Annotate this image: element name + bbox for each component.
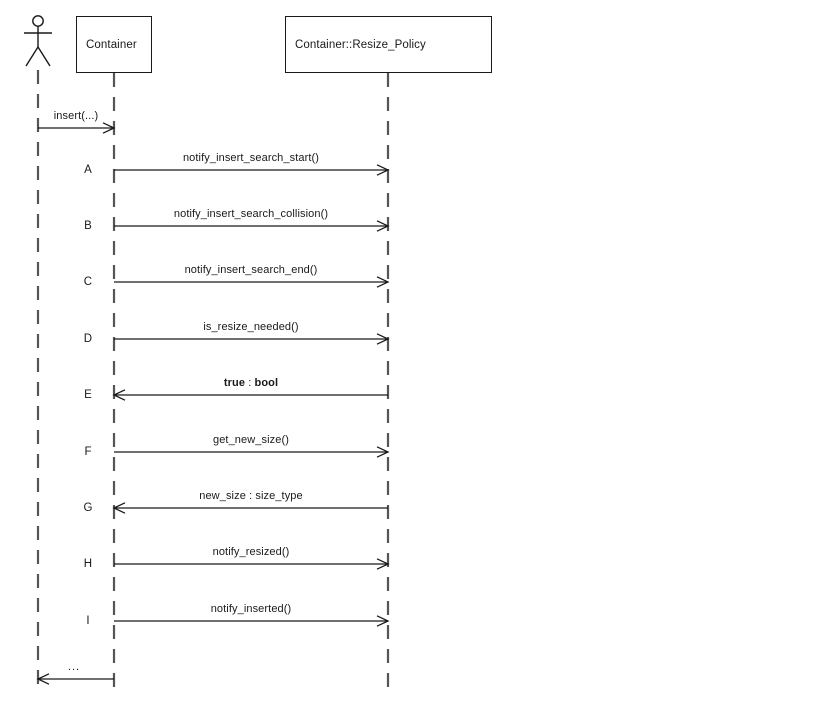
message-label-g: new_size : size_type bbox=[199, 490, 303, 502]
message-arrow-f[interactable] bbox=[114, 446, 390, 458]
message-arrow-a[interactable] bbox=[114, 164, 390, 176]
message-arrowhead bbox=[376, 276, 390, 288]
message-arrowhead bbox=[36, 673, 50, 685]
message-arrowhead bbox=[376, 446, 390, 458]
message-arrow-n10[interactable] bbox=[36, 673, 114, 685]
message-arrowhead bbox=[376, 164, 390, 176]
participant-label-container: Container bbox=[86, 38, 137, 51]
message-label-a: notify_insert_search_start() bbox=[182, 152, 320, 164]
message-label-c: notify_insert_search_end() bbox=[184, 264, 318, 276]
participant-label-resize-policy: Container::Resize_Policy bbox=[295, 38, 426, 51]
sequence-letter-f: F bbox=[84, 446, 92, 458]
message-arrowhead bbox=[376, 558, 390, 570]
message-arrow-c[interactable] bbox=[114, 276, 390, 288]
message-arrowhead bbox=[376, 220, 390, 232]
participant-box-resize-policy[interactable]: Container::Resize_Policy bbox=[285, 16, 492, 73]
message-label-n0: insert(...) bbox=[53, 110, 99, 122]
message-label-b: notify_insert_search_collision() bbox=[173, 208, 329, 220]
message-label-e: true : bool bbox=[223, 377, 279, 389]
sequence-letter-g: G bbox=[83, 502, 93, 514]
sequence-letter-e: E bbox=[84, 389, 92, 401]
sequence-letter-a: A bbox=[84, 164, 92, 176]
sequence-letter-h: H bbox=[83, 558, 93, 570]
message-arrowhead bbox=[112, 389, 126, 401]
message-arrow-b[interactable] bbox=[114, 220, 390, 232]
message-label-ellipsis: ... bbox=[67, 661, 81, 673]
actor-leg-left-icon bbox=[25, 46, 39, 67]
message-arrowhead bbox=[112, 502, 126, 514]
actor-leg-right-icon bbox=[37, 46, 51, 67]
message-label-f: get_new_size() bbox=[213, 434, 289, 446]
message-arrow-n0[interactable] bbox=[38, 122, 116, 134]
message-label-i: notify_inserted() bbox=[210, 603, 292, 615]
sequence-letter-i: I bbox=[86, 615, 90, 627]
actor-icon bbox=[24, 15, 52, 67]
message-arrowhead bbox=[102, 122, 116, 134]
message-label-h: notify_resized() bbox=[212, 546, 290, 558]
message-arrow-i[interactable] bbox=[114, 615, 390, 627]
message-arrowhead bbox=[376, 333, 390, 345]
message-arrow-g[interactable] bbox=[112, 502, 388, 514]
sequence-letter-b: B bbox=[84, 220, 92, 232]
actor-head-icon bbox=[32, 15, 44, 27]
message-arrow-e[interactable] bbox=[112, 389, 388, 401]
message-label-d: is_resize_needed() bbox=[203, 321, 299, 333]
sequence-letter-d: D bbox=[83, 333, 93, 345]
message-arrowhead bbox=[376, 615, 390, 627]
participant-box-container[interactable]: Container bbox=[76, 16, 152, 73]
message-arrow-h[interactable] bbox=[114, 558, 390, 570]
sequence-letter-c: C bbox=[83, 276, 93, 288]
message-arrow-d[interactable] bbox=[114, 333, 390, 345]
